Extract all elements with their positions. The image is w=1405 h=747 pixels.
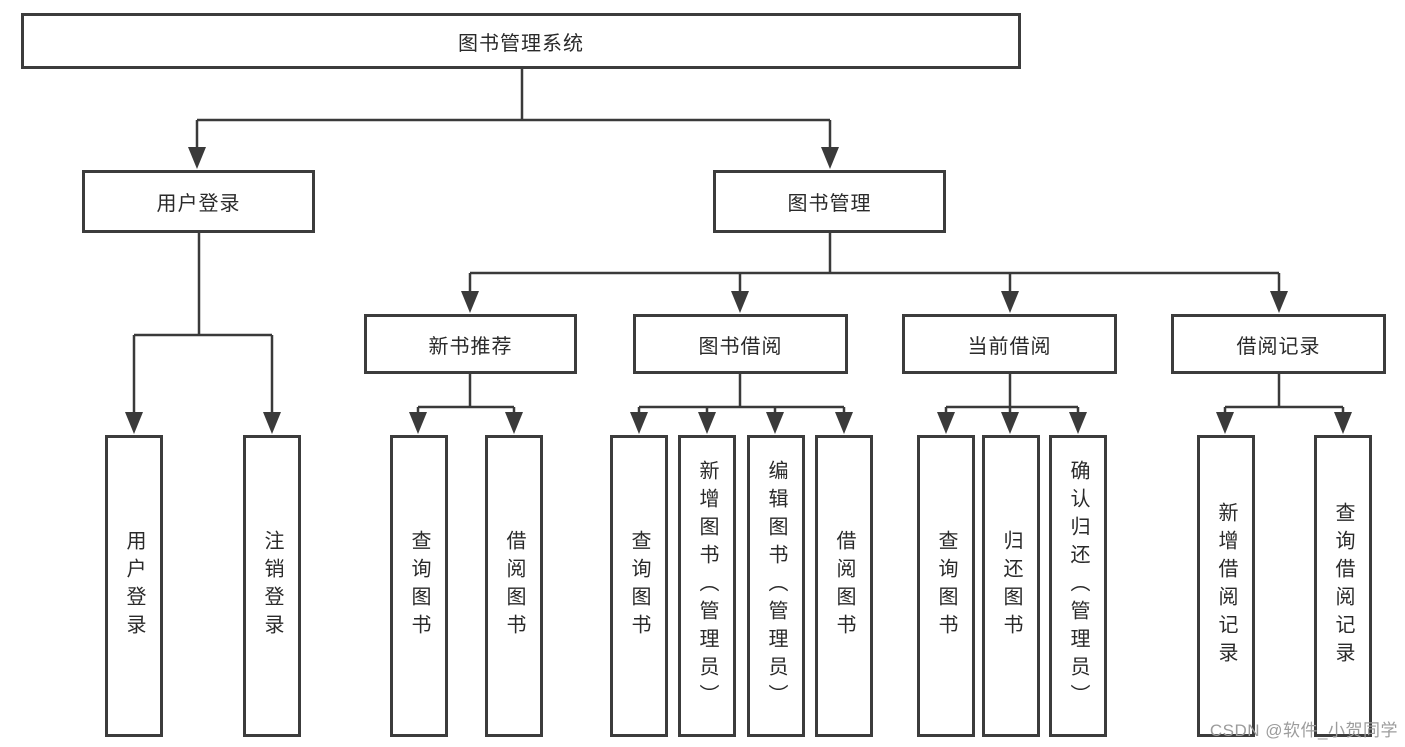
node-user-login: 用户登录 <box>82 170 315 233</box>
leaf-current-query-books: 查询图书 <box>917 435 975 737</box>
watermark: CSDN @软件_小贺同学 <box>1209 721 1398 740</box>
node-borrowing-records: 借阅记录 <box>1171 314 1386 374</box>
node-current-borrowing: 当前借阅 <box>902 314 1117 374</box>
leaf-borrowing-borrow-books: 借阅图书 <box>815 435 873 737</box>
leaf-user-login: 用户登录 <box>105 435 163 737</box>
leaf-edit-books-admin: 编辑图书（管理员） <box>747 435 805 737</box>
node-book-borrowing: 图书借阅 <box>633 314 848 374</box>
leaf-logout: 注销登录 <box>243 435 301 737</box>
leaf-query-borrow-record: 查询借阅记录 <box>1314 435 1372 737</box>
leaf-return-books: 归还图书 <box>982 435 1040 737</box>
arrowheads <box>125 147 1352 434</box>
node-library-management-system: 图书管理系统 <box>21 13 1021 69</box>
node-new-book-recommendation: 新书推荐 <box>364 314 577 374</box>
leaf-add-books-admin: 新增图书（管理员） <box>678 435 736 737</box>
leaf-add-borrow-record: 新增借阅记录 <box>1197 435 1255 737</box>
node-book-management: 图书管理 <box>713 170 946 233</box>
leaf-recommend-query-books: 查询图书 <box>390 435 448 737</box>
leaf-confirm-return-admin: 确认归还（管理员） <box>1049 435 1107 737</box>
leaf-recommend-borrow-books: 借阅图书 <box>485 435 543 737</box>
leaf-borrowing-query-books: 查询图书 <box>610 435 668 737</box>
